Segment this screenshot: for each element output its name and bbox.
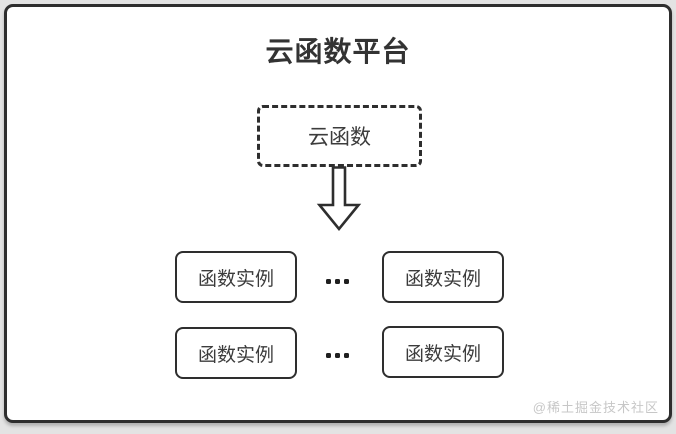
function-instance-label: 函数实例: [197, 344, 274, 366]
function-instance-node: 函数实例: [175, 251, 297, 303]
cloud-function-node: 云函数: [257, 105, 422, 167]
function-instance-node: 函数实例: [382, 251, 504, 303]
dot: [335, 278, 340, 284]
ellipsis-icon: [326, 352, 349, 358]
arrow-down-icon: [316, 166, 362, 232]
diagram-title: 云函数平台: [265, 36, 411, 67]
ellipsis-icon: [326, 278, 349, 284]
dot: [335, 352, 340, 358]
function-instance-label: 函数实例: [404, 343, 481, 365]
function-instance-node: 函数实例: [175, 327, 297, 379]
function-instance-label: 函数实例: [404, 268, 481, 290]
dot: [326, 278, 331, 284]
cloud-function-label: 云函数: [308, 126, 371, 149]
watermark: @稀土掘金技术社区: [532, 400, 659, 415]
dot: [326, 352, 331, 358]
function-instance-label: 函数实例: [197, 268, 274, 290]
platform-card: 云函数平台 云函数 函数实例 函数实例 函数实例 函数实例 @稀土掘金技术社区: [4, 4, 672, 423]
dot: [344, 278, 349, 284]
dot: [344, 352, 349, 358]
function-instance-node: 函数实例: [382, 326, 504, 378]
